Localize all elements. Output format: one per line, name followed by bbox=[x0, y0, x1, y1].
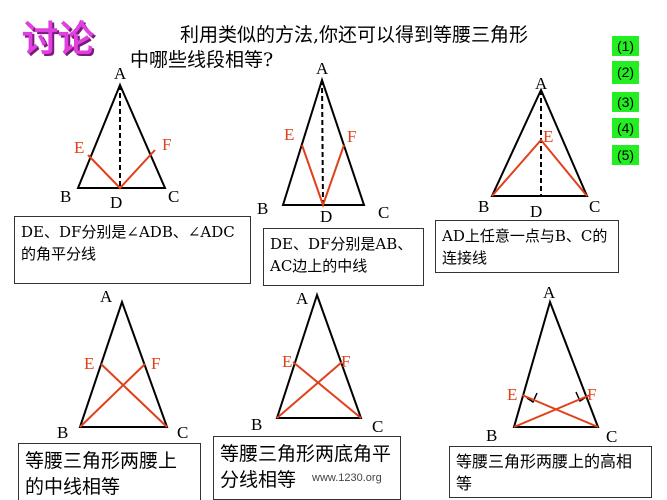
label-a: A bbox=[100, 287, 113, 306]
option-button-2[interactable]: (2) bbox=[612, 61, 639, 84]
slide-title: 讨论 bbox=[22, 19, 95, 60]
label-e: E bbox=[543, 127, 553, 146]
bisector-bf bbox=[276, 361, 343, 419]
label-f: F bbox=[151, 354, 160, 373]
label-e: E bbox=[284, 125, 294, 144]
altitude-ad-2 bbox=[321, 79, 324, 206]
label-b: B bbox=[478, 197, 489, 216]
question-line-2: 中哪些线段相等? bbox=[130, 49, 274, 71]
label-d: D bbox=[530, 202, 542, 221]
bisector-ce bbox=[292, 361, 362, 419]
label-a: A bbox=[114, 64, 127, 83]
label-b: B bbox=[257, 199, 268, 218]
median-bf bbox=[79, 363, 146, 428]
question-line-1: 利用类似的方法,你还可以得到等腰三角形 bbox=[180, 24, 529, 46]
label-a: A bbox=[535, 74, 548, 93]
right-angle-f bbox=[575, 391, 587, 403]
label-e: E bbox=[507, 385, 517, 404]
description-box-1: DE、DF分别是∠ADB、∠ADC的角平分线 bbox=[14, 216, 251, 284]
triangle-4 bbox=[78, 298, 169, 428]
segment-be-ec-3 bbox=[491, 138, 588, 197]
height-ce bbox=[521, 394, 599, 428]
label-a: A bbox=[316, 59, 329, 78]
label-f: F bbox=[347, 127, 356, 146]
option-button-3[interactable]: (3) bbox=[612, 92, 639, 112]
label-f: F bbox=[341, 352, 350, 371]
label-b: B bbox=[251, 415, 262, 434]
label-a: A bbox=[296, 289, 309, 308]
description-box-2: DE、DF分别是AB、AC边上的中线 bbox=[263, 228, 424, 286]
label-c: C bbox=[177, 423, 188, 442]
label-c: C bbox=[372, 417, 383, 436]
label-e: E bbox=[84, 354, 94, 373]
description-box-6: 等腰三角形两腰上的高相等 bbox=[449, 446, 652, 498]
right-angle-e bbox=[526, 392, 538, 404]
description-box-3: AD上任意一点与B、C的连接线 bbox=[435, 220, 619, 273]
watermark: www.1230.org bbox=[312, 472, 382, 484]
label-a: A bbox=[543, 283, 556, 302]
label-b: B bbox=[486, 426, 497, 445]
label-b: B bbox=[60, 187, 71, 206]
segment-ed-df-1 bbox=[87, 149, 156, 190]
label-f: F bbox=[162, 135, 171, 154]
triangle-2 bbox=[281, 76, 366, 206]
description-box-5: 等腰三角形两底角平分线相等 bbox=[213, 436, 401, 500]
option-button-5[interactable]: (5) bbox=[612, 145, 639, 165]
label-d: D bbox=[320, 207, 332, 226]
triangle-1 bbox=[76, 82, 167, 189]
option-button-4[interactable]: (4) bbox=[612, 118, 639, 138]
label-d: D bbox=[110, 193, 122, 212]
label-f: F bbox=[587, 385, 596, 404]
label-c: C bbox=[606, 427, 617, 446]
segment-ed-df-2 bbox=[301, 144, 345, 209]
description-box-4: 等腰三角形两腰上的中线相等 bbox=[18, 443, 201, 500]
option-button-1[interactable]: (1) bbox=[612, 36, 639, 56]
height-bf bbox=[513, 394, 591, 428]
label-c: C bbox=[589, 197, 600, 216]
triangle-3 bbox=[490, 87, 589, 197]
label-e: E bbox=[74, 138, 84, 157]
label-b: B bbox=[57, 423, 68, 442]
triangle-5 bbox=[275, 291, 363, 419]
triangle-6 bbox=[512, 298, 600, 428]
label-c: C bbox=[168, 187, 179, 206]
label-e: E bbox=[282, 352, 292, 371]
median-ce bbox=[100, 363, 168, 428]
label-c: C bbox=[378, 203, 389, 222]
